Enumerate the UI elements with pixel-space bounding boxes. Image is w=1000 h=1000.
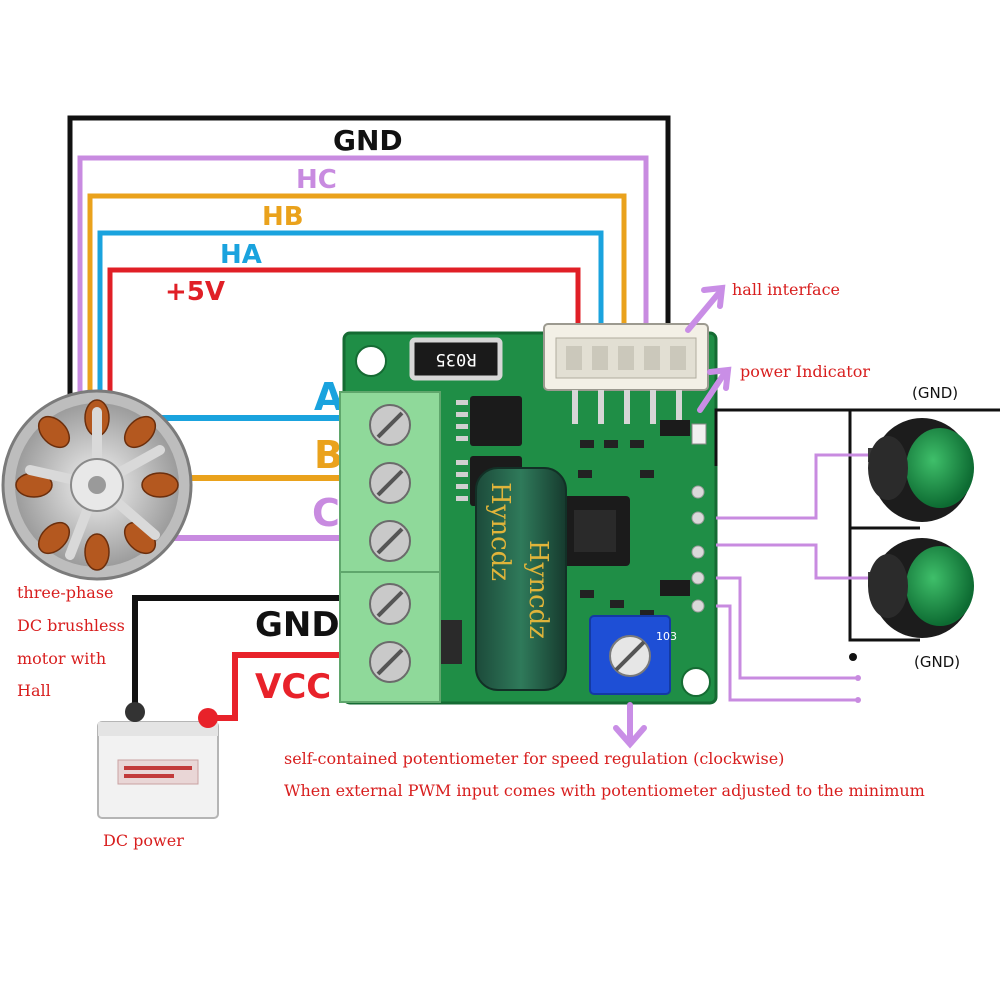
phase-wires [150, 415, 345, 541]
label-hb: HB [262, 202, 304, 232]
label-ha: HA [220, 240, 262, 270]
pot-code: 103 [656, 630, 677, 643]
power-indicator-led [691, 423, 707, 445]
label-phase-c: C [312, 491, 340, 535]
hall-wires [67, 115, 671, 420]
switch-wires [714, 408, 1000, 703]
brand-label-1: Hyncdz [485, 482, 515, 581]
push-button-2[interactable] [868, 538, 974, 638]
note-pot-line-1: self-contained potentiometer for speed r… [284, 749, 784, 768]
electrolytic-capacitor: Hyncdz Hyncdz [475, 467, 567, 691]
v5-wire [107, 267, 581, 420]
note-dc-power: DC power [103, 831, 184, 850]
vcc-power-wire [212, 652, 345, 721]
hb-wire [87, 193, 627, 420]
hall-interface-arrow [685, 291, 721, 333]
note-motor-line-4: Hall [17, 681, 51, 700]
gnd-wire [67, 115, 671, 420]
shunt-resistor [409, 337, 503, 381]
note-pot-line-2: When external PWM input comes with poten… [284, 781, 925, 800]
gnd-power-wire [132, 595, 345, 705]
ha-wire [97, 230, 604, 420]
battery [97, 702, 219, 819]
label-gnd-switch-top: (GND) [912, 384, 958, 402]
terminal-block [339, 391, 441, 703]
label-gnd-top: GND [333, 124, 403, 157]
terminal-screws [369, 404, 411, 683]
annotation-arrows [613, 284, 732, 749]
label-hc: HC [296, 165, 337, 195]
note-motor-line-3: motor with [17, 649, 106, 668]
note-power-indicator: power Indicator [740, 362, 870, 381]
push-button-1[interactable] [868, 418, 974, 522]
note-motor-line-1: three-phase [17, 583, 114, 602]
bldc-motor [1, 389, 193, 581]
note-motor-line-2: DC brushless [17, 616, 125, 635]
io-pads [691, 485, 705, 613]
hc-wire [77, 155, 649, 420]
label-gnd-power: GND [255, 605, 340, 645]
label-vcc: VCC [255, 667, 331, 707]
label-gnd-switch-bottom: (GND) [914, 653, 960, 671]
speed-potentiometer[interactable]: 103 [589, 615, 677, 695]
resistor-code: R035 [436, 349, 477, 369]
label-phase-b: B [314, 433, 343, 477]
switch-2-signal-wire [716, 543, 868, 580]
note-hall-interface: hall interface [732, 280, 840, 299]
hall-connector [543, 323, 709, 424]
brand-label-2: Hyncdz [523, 540, 553, 639]
switch-1-signal-wire [716, 453, 868, 520]
switch-gnd-wire [714, 408, 1000, 466]
power-indicator-arrow [697, 371, 727, 413]
label-5v: +5V [165, 277, 225, 307]
